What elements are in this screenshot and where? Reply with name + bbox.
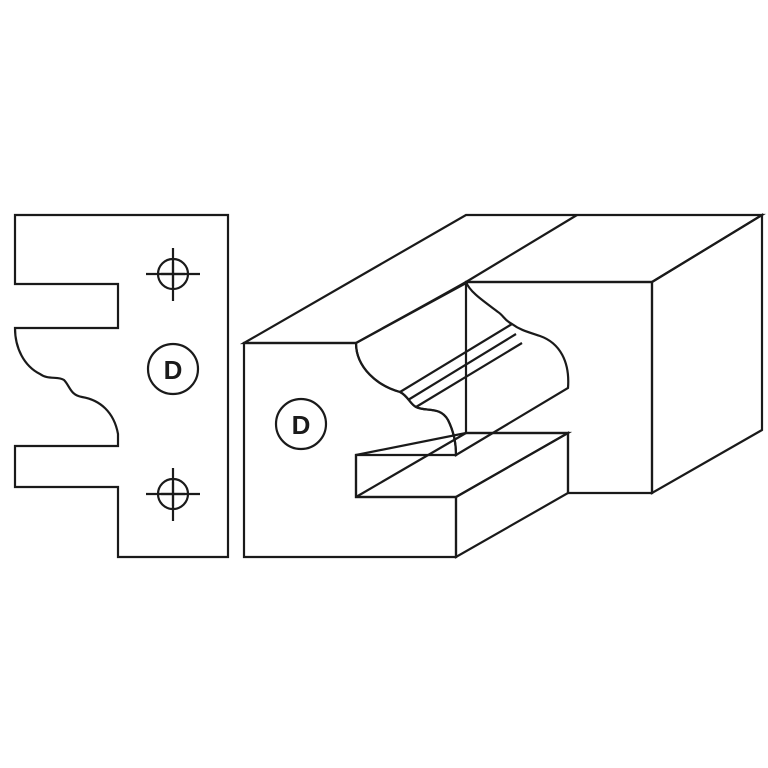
- knife-label-badge: [146, 342, 200, 396]
- knife-plate: [13, 213, 230, 559]
- workpiece-label-badge: [274, 397, 328, 451]
- tenon-end-face: [454, 431, 570, 559]
- knife-profile: D: [13, 213, 230, 559]
- profile-moulding-surface: [354, 280, 570, 457]
- tenon-top-face: [354, 431, 573, 499]
- workpiece: D: [239, 213, 766, 559]
- knife-label: D: [164, 355, 183, 385]
- workpiece-label: D: [292, 410, 311, 440]
- workpiece-top-face: [239, 213, 766, 345]
- workpiece-back-face: [464, 280, 654, 495]
- workpiece-end-face: [650, 213, 764, 495]
- mounting-hole-bottom: [146, 468, 200, 521]
- workpiece-front-face: [242, 341, 458, 559]
- mounting-hole-top: [146, 248, 200, 301]
